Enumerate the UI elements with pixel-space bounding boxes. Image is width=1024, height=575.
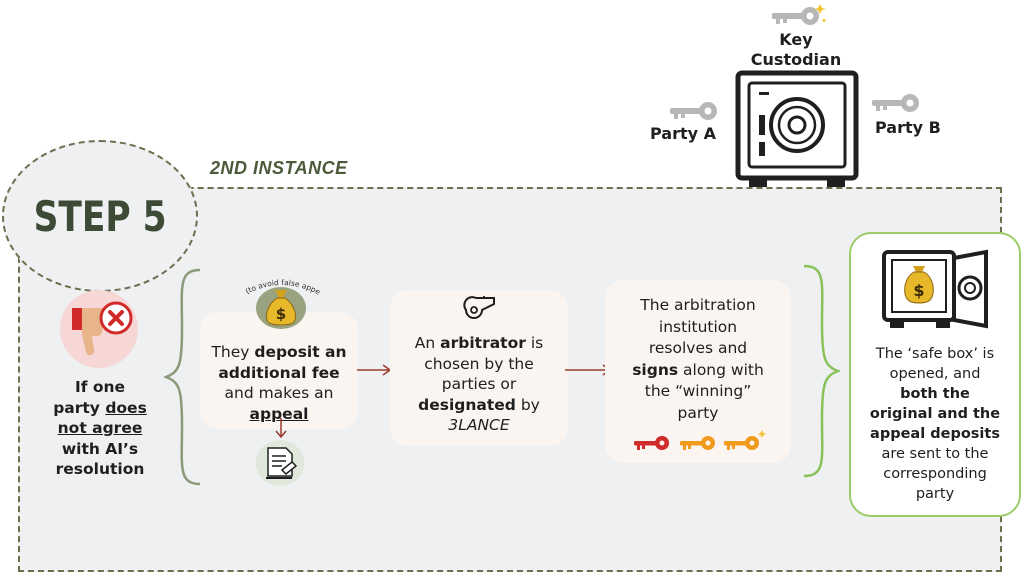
whistle-icon bbox=[463, 296, 495, 319]
final-b1: both the bbox=[900, 386, 970, 402]
arb-line-2: chosen by the bbox=[424, 354, 534, 373]
arb-b1: arbitrator bbox=[440, 334, 526, 352]
orange-key-icon bbox=[680, 436, 715, 450]
deposit-b2: additional fee bbox=[218, 363, 340, 382]
arb-t5: by bbox=[515, 395, 540, 414]
final-line-8: party bbox=[915, 486, 955, 502]
final-line-5: appeal deposits bbox=[851, 424, 1019, 444]
deposit-text: They deposit an additional fee and makes… bbox=[200, 342, 358, 424]
res-line-3: resolves and bbox=[648, 339, 748, 357]
party-a-label: Party A bbox=[650, 124, 717, 143]
left-brace bbox=[164, 268, 201, 486]
res-b1: signs bbox=[632, 360, 679, 379]
deposit-line-2: additional fee bbox=[200, 363, 358, 384]
resolution-text: The arbitration institution resolves and… bbox=[605, 295, 791, 424]
res-line-1: The arbitration bbox=[640, 296, 756, 314]
disagree-line-2-a: party bbox=[53, 398, 106, 417]
custodian-key-icon bbox=[772, 4, 827, 25]
arb-b2: designated bbox=[418, 395, 516, 414]
thumbs-down-icon bbox=[72, 301, 133, 356]
open-safe-icon: $ bbox=[882, 249, 988, 329]
arb-t2: is bbox=[525, 334, 544, 352]
disagree-line-1: If one bbox=[74, 378, 126, 396]
arb-t1: An bbox=[414, 334, 441, 352]
money-bag-icon: $ bbox=[265, 290, 297, 326]
resolution-card bbox=[605, 280, 791, 463]
party-b-key-icon bbox=[872, 94, 919, 112]
final-line-2: opened, and bbox=[889, 366, 981, 382]
res-line-4: signs along with bbox=[605, 360, 791, 382]
party-b-label: Party B bbox=[875, 118, 941, 137]
document-icon bbox=[266, 447, 298, 479]
arb-line-3: parties or bbox=[441, 375, 517, 393]
svg-text:$: $ bbox=[913, 281, 924, 300]
deposit-line-3: and makes an bbox=[224, 384, 334, 402]
res-line-5: the “winning” bbox=[644, 382, 752, 400]
deposit-u1: appeal bbox=[249, 404, 309, 423]
arb-line-4: designated by bbox=[390, 395, 568, 416]
arbitrator-text: An arbitrator is chosen by the parties o… bbox=[390, 333, 568, 436]
key-custodian-label: Key Custodian bbox=[750, 30, 842, 69]
step-label: STEP 5 bbox=[33, 191, 167, 241]
disagree-line-3: not agree bbox=[57, 419, 143, 437]
party-a-key-icon bbox=[670, 102, 717, 120]
arrow-1 bbox=[357, 364, 392, 376]
final-line-4: original and the bbox=[851, 404, 1019, 424]
final-text: The ‘safe box’ is opened, and both the o… bbox=[851, 344, 1019, 504]
final-line-3: both the bbox=[851, 384, 1019, 404]
final-b2: original and the bbox=[869, 406, 1001, 422]
disagree-line-2-b: does bbox=[105, 398, 147, 417]
arb-line-5: 3LANCE bbox=[390, 415, 568, 436]
custodian-orange-key-icon bbox=[724, 430, 767, 450]
down-arrow bbox=[275, 418, 287, 439]
svg-text:$: $ bbox=[276, 305, 286, 323]
res-line-2: institution bbox=[658, 317, 738, 336]
res-t4: along with bbox=[678, 360, 764, 379]
arb-i1: 3LANCE bbox=[448, 416, 510, 434]
final-line-6: are sent to the bbox=[881, 446, 989, 462]
final-b3: appeal deposits bbox=[870, 426, 1000, 442]
final-line-7: corresponding bbox=[883, 466, 987, 482]
disagree-line-2: party does bbox=[30, 398, 170, 419]
disagree-text: If one party does not agree with AI’s re… bbox=[30, 377, 170, 480]
right-brace bbox=[803, 264, 840, 478]
instance-title: 2ND INSTANCE bbox=[210, 158, 348, 178]
deposit-line-1: They deposit an bbox=[200, 342, 358, 363]
disagree-line-4: with AI’s bbox=[61, 439, 139, 458]
disagree-line-5: resolution bbox=[55, 460, 145, 478]
res-line-6: party bbox=[677, 403, 719, 422]
arb-line-1: An arbitrator is bbox=[390, 333, 568, 354]
deposit-card bbox=[200, 312, 358, 429]
deposit-t1: They bbox=[211, 343, 255, 361]
safe-icon bbox=[735, 70, 859, 188]
final-line-1: The ‘safe box’ is bbox=[875, 346, 995, 362]
deposit-line-4: appeal bbox=[200, 404, 358, 425]
red-key-icon bbox=[634, 436, 669, 450]
deposit-b1: deposit an bbox=[254, 343, 347, 361]
